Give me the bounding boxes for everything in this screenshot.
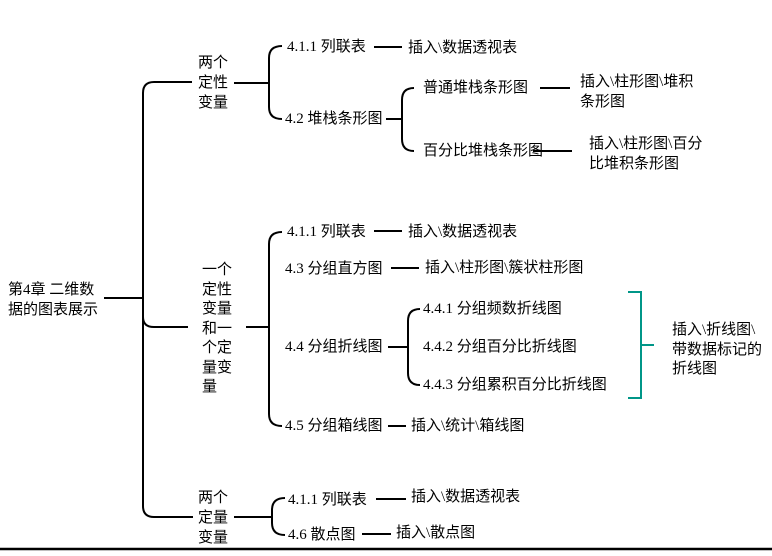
topic-44-grouped-line[interactable]: 4.4 分组折线图 [285, 339, 383, 355]
branch-label-line: 定性 [198, 75, 229, 91]
topic-42-stacked-bar[interactable]: 4.2 堆栈条形图 [285, 111, 383, 127]
branch-label-line: 量变 [202, 359, 233, 376]
branch-one-qual-one-quant[interactable]: 一个 定性 变量 和一 个定 量变 量 [202, 261, 232, 398]
note-line: 带数据标记的 [672, 341, 763, 358]
branch-label-line: 一个 [202, 262, 233, 278]
note-insert-percent-stacked-bar[interactable]: 插入\柱形图\百分 比堆积条形图 [589, 135, 702, 174]
branch-label-line: 和一 [202, 320, 233, 337]
topic-442-percent-line[interactable]: 4.4.2 分组百分比折线图 [423, 339, 577, 355]
topic-441-freq-line[interactable]: 4.4.1 分组频数折线图 [423, 301, 562, 317]
topic-percent-stacked-bar[interactable]: 百分比堆栈条形图 [423, 143, 544, 159]
branch1-brace [268, 45, 283, 120]
topic-46-scatter[interactable]: 4.6 散点图 [288, 527, 356, 543]
note-insert-stacked-bar[interactable]: 插入\柱形图\堆积 条形图 [580, 73, 693, 112]
note-line: 插入\折线图\ [672, 322, 756, 338]
note-pivot-table-3[interactable]: 插入\数据透视表 [411, 489, 521, 505]
topic-normal-stacked-bar[interactable]: 普通堆栈条形图 [423, 80, 529, 96]
note-line: 插入\柱形图\百分 [589, 136, 703, 152]
trunk [142, 81, 193, 518]
topic-411-crosstab-2[interactable]: 4.1.1 列联表 [287, 224, 366, 240]
branch-label-line: 两个 [198, 490, 229, 506]
note-line: 条形图 [580, 93, 626, 110]
topic-443-cum-percent-line[interactable]: 4.4.3 分组累积百分比折线图 [423, 377, 607, 393]
note-pivot-table-1[interactable]: 插入\数据透视表 [408, 40, 518, 56]
branch-label-line: 定性 [202, 281, 233, 298]
branch3-brace [271, 497, 286, 536]
branch-label-line: 变量 [198, 95, 229, 111]
branch-label-line: 两个 [198, 55, 229, 71]
note-insert-clustered-column[interactable]: 插入\柱形图\簇状柱形图 [425, 260, 584, 276]
branch-label-line: 变量 [202, 301, 233, 317]
note-insert-boxplot[interactable]: 插入\统计\箱线图 [411, 418, 525, 434]
note-pivot-table-2[interactable]: 插入\数据透视表 [408, 224, 518, 240]
b2r3-brace [407, 308, 421, 386]
topic-411-crosstab-1[interactable]: 4.1.1 列联表 [287, 39, 366, 55]
topic-45-grouped-boxplot[interactable]: 4.5 分组箱线图 [285, 418, 383, 434]
note-line: 插入\柱形图\堆积 [580, 74, 694, 90]
note-insert-marked-line[interactable]: 插入\折线图\ 带数据标记的 折线图 [672, 321, 762, 380]
branch-label-line: 个定 [202, 340, 233, 356]
branch-label-line: 变量 [198, 530, 229, 546]
topic-43-grouped-histogram[interactable]: 4.3 分组直方图 [285, 261, 383, 277]
group-bracket [628, 291, 642, 399]
branch-label-line: 量 [202, 379, 218, 395]
note-line: 比堆积条形图 [589, 155, 680, 172]
b1r2-brace [401, 87, 415, 152]
note-line: 折线图 [672, 361, 718, 377]
branch-two-qualitative[interactable]: 两个 定性 变量 [198, 53, 228, 113]
root-node-line: 第4章 二维数 [8, 282, 95, 298]
note-insert-scatter[interactable]: 插入\散点图 [396, 525, 476, 541]
branch-two-quantitative[interactable]: 两个 定量 变量 [198, 488, 228, 548]
topic-411-crosstab-3[interactable]: 4.1.1 列联表 [288, 492, 367, 508]
root-node[interactable]: 第4章 二维数 据的图表展示 [8, 280, 98, 320]
root-node-line: 据的图表展示 [8, 302, 99, 318]
trunk-mid-tick [142, 316, 188, 328]
branch-label-line: 定量 [198, 510, 229, 526]
branch2-brace [268, 231, 283, 427]
